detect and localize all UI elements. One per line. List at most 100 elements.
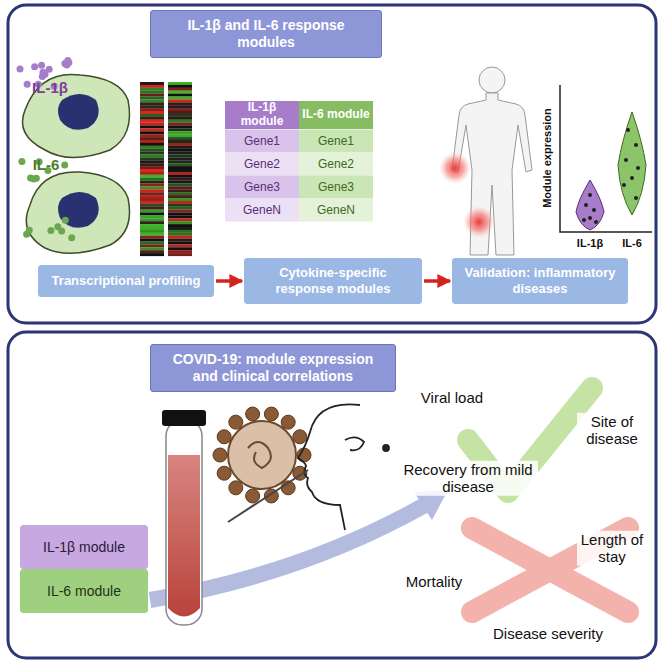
heatmap [140,126,164,129]
heatmap [168,120,192,123]
sample-tube [168,455,200,617]
heatmap [168,140,192,143]
cytokine-dot [58,227,65,234]
human-figure [463,206,495,238]
cytokine-dot [46,66,53,73]
heatmap [168,242,192,245]
node-text: Validation: inflammatory diseases [461,265,619,296]
heatmap [140,82,164,85]
node-text: Transcriptional profiling [52,273,201,289]
heatmap [140,120,164,123]
heatmap [168,117,192,120]
heatmap [140,236,164,239]
human-figure [479,67,505,93]
heatmap [168,198,192,201]
violin-plot [582,218,586,222]
heatmap [168,114,192,117]
heatmap [140,207,164,210]
virus [229,481,243,495]
heatmap [168,97,192,100]
violin-plot [630,176,634,180]
heatmap [168,85,192,88]
heatmap [168,181,192,184]
node-text: IL-6 module [47,583,121,600]
virus [246,407,260,421]
violin-plot [594,220,598,224]
heatmap [168,230,192,233]
violin-plot [622,183,626,187]
heatmap [168,207,192,210]
heatmap [140,233,164,236]
violin-plot [636,166,640,170]
heatmap [140,140,164,143]
heatmap [140,250,164,253]
heatmap [140,184,164,187]
heatmap [140,213,164,216]
heatmap [140,149,164,152]
heatmap [168,82,192,85]
heatmap [140,152,164,155]
heatmap [140,198,164,201]
heatmap [140,175,164,178]
heatmap [140,157,164,160]
heatmap [168,247,192,250]
heatmap [140,102,164,105]
cytokine-dot [17,66,24,73]
heatmap [168,166,192,169]
heatmap [168,178,192,181]
heatmap [168,155,192,158]
heatmap [168,250,192,253]
table-cell: GeneN [225,198,299,221]
heatmap [168,239,192,242]
heatmap [140,192,164,195]
heatmap [140,221,164,224]
violin-plot [634,143,638,147]
heatmap [140,224,164,227]
heatmap [140,169,164,172]
violin-plot [560,85,652,232]
outcome-label: Length of stay [577,531,647,566]
heatmap [140,146,164,149]
heatmap [168,201,192,204]
heatmap [168,99,192,102]
heatmap [168,218,192,221]
heatmap [168,134,192,137]
virus [213,448,227,462]
process-box: Validation: inflammatory diseases [452,258,628,303]
heatmap [140,247,164,250]
heatmap [168,111,192,114]
heatmap [140,117,164,120]
heatmap [140,105,164,108]
heatmap [140,85,164,88]
heatmap [140,230,164,233]
heatmap [168,233,192,236]
violin-plot [626,128,630,132]
face-profile [383,445,389,451]
table-cell: Gene1 [299,129,373,152]
cell [26,172,129,253]
heatmap [140,204,164,207]
heatmap [168,195,192,198]
heatmap [140,88,164,91]
cytokine-dot [47,227,54,234]
cytokine-dot [64,57,71,64]
cytokine-dot [38,62,45,69]
heatmap [140,134,164,137]
node-text: IL-1β and IL-6 response modules [159,17,373,51]
heatmap [168,210,192,213]
heatmap [140,178,164,181]
heatmap [168,157,192,160]
heatmap [140,218,164,221]
heatmap [140,108,164,111]
node-text: IL-1β module [43,539,125,556]
heatmap [168,108,192,111]
cytokine-dot [62,217,69,224]
heatmap [140,227,164,230]
heatmap [140,82,192,256]
virus [246,489,260,503]
virus [213,407,311,503]
heatmap [168,175,192,178]
heatmap [168,91,192,94]
face-profile [298,404,360,530]
